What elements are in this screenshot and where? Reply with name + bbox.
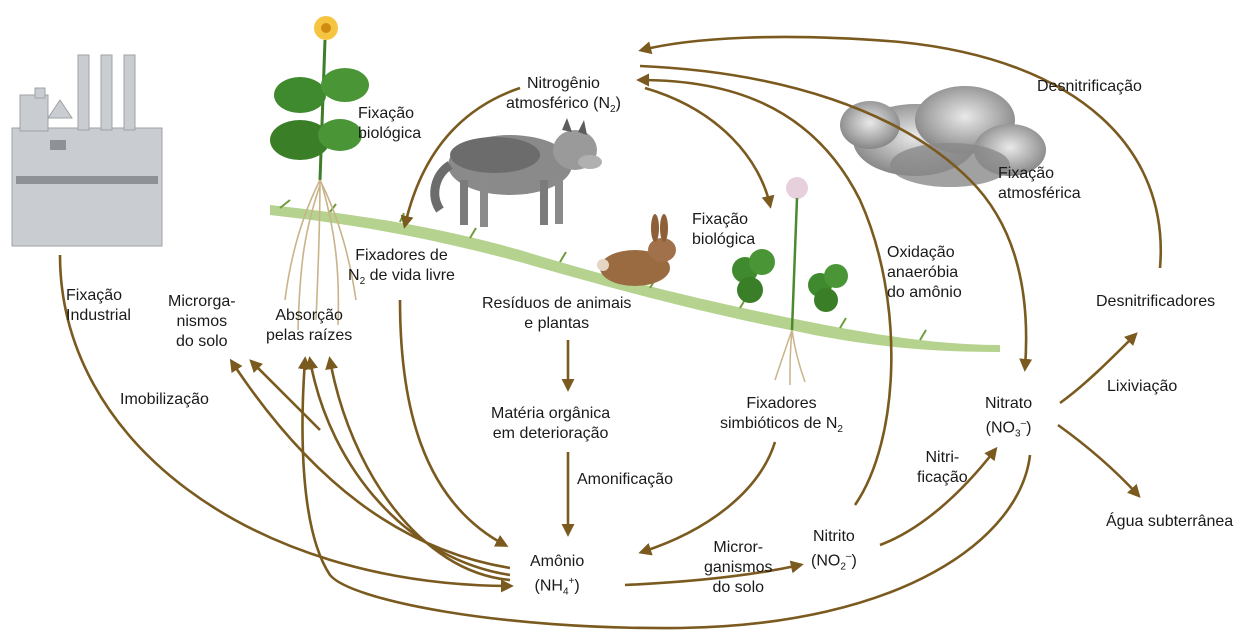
arrow-ammonium-roots-2 bbox=[330, 360, 510, 580]
label-nitrate: Nitrato(NO3–) bbox=[985, 394, 1032, 445]
arrow-groundwater bbox=[1058, 425, 1138, 495]
label-denitrifiers: Desnitrificadores bbox=[1096, 292, 1215, 312]
arrow-ammonium-microbes bbox=[232, 362, 510, 568]
label-ammonification: Amonificação bbox=[577, 470, 673, 490]
factory-icon bbox=[12, 55, 162, 246]
label-nitrite: Nitrito(NO2–) bbox=[811, 527, 857, 578]
label-ammonium: Amônio(NH4+) bbox=[530, 552, 584, 603]
arrow-immobilization bbox=[252, 362, 320, 430]
arrow-free-living bbox=[400, 300, 505, 545]
arrow-ammonium-roots-1 bbox=[310, 360, 510, 575]
arrow-bio-fixation-clover bbox=[645, 88, 770, 205]
label-nitrification: Nitri-ficação bbox=[917, 448, 968, 488]
label-denitrification: Desnitrificação bbox=[1037, 77, 1142, 97]
rabbit-icon bbox=[597, 214, 676, 286]
arrow-symbiotic bbox=[642, 442, 775, 552]
arrow-bottom-loop bbox=[303, 360, 1030, 628]
wolf-icon bbox=[435, 118, 602, 227]
label-immobilization: Imobilização bbox=[120, 390, 209, 410]
label-groundwater: Água subterrânea bbox=[1106, 512, 1233, 532]
clover-icon bbox=[732, 177, 848, 385]
label-leaching: Lixiviação bbox=[1107, 377, 1177, 397]
